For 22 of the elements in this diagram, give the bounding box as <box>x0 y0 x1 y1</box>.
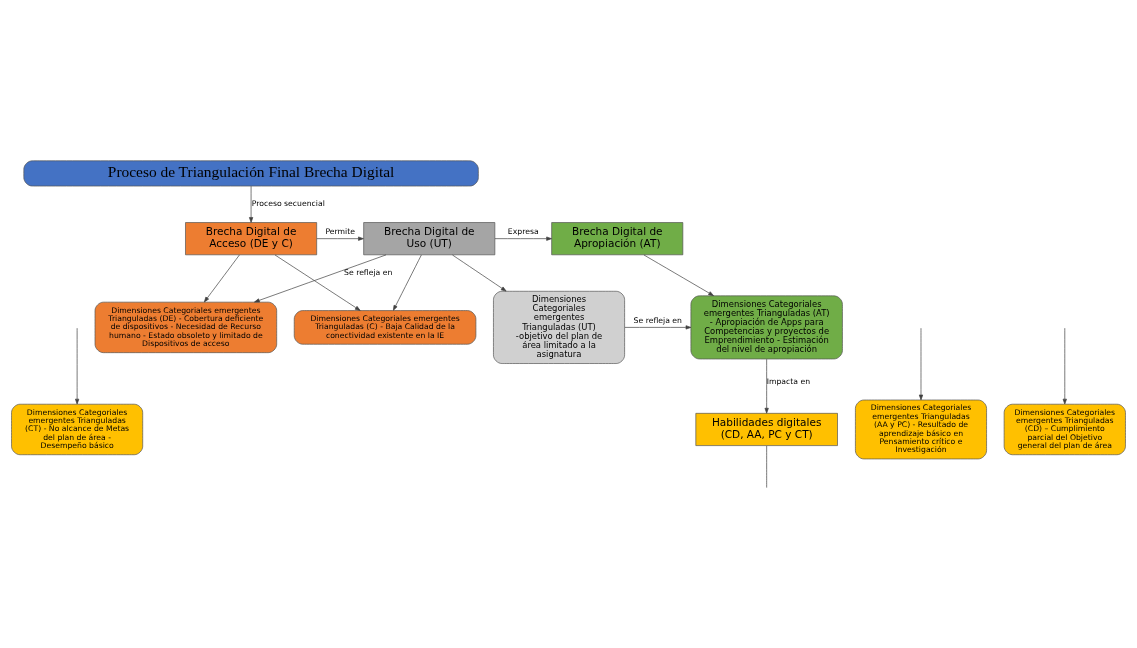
node-box: Dimensiones Categoriales emergentes Trianguladas (UT) -objetivo del plan de área limitado a la asignatura <box>493 290 625 364</box>
arrow <box>254 254 387 302</box>
arrow <box>624 324 692 329</box>
arrow <box>274 254 361 311</box>
arrow <box>316 236 364 241</box>
arrow <box>393 254 422 311</box>
arrow <box>494 236 552 241</box>
arrow <box>75 327 80 404</box>
arrow <box>203 254 240 302</box>
node-box: Brecha Digital de Acceso (DE y C) <box>185 221 318 255</box>
node-box: Proceso de Triangulación Final Brecha Digital <box>23 159 479 186</box>
node-box: Brecha Digital de Uso (UT) <box>363 221 496 255</box>
node-box: Dimensiones Categoriales emergentes Trianguladas (AT) - Apropiación de Apps para Competencias y proyectos de Emprendimiento - Estimación del nivel de apropiación <box>690 295 843 359</box>
node-box: Brecha Digital de Apropiación (AT) <box>551 221 684 255</box>
connector <box>766 445 767 488</box>
arrow <box>764 358 769 414</box>
node-box: Habilidades digitales (CD, AA, PC y CT) <box>695 412 838 446</box>
arrow <box>249 185 254 223</box>
arrow <box>643 254 714 296</box>
arrow <box>1062 327 1067 404</box>
arrow <box>918 327 924 400</box>
arrow <box>452 254 507 291</box>
